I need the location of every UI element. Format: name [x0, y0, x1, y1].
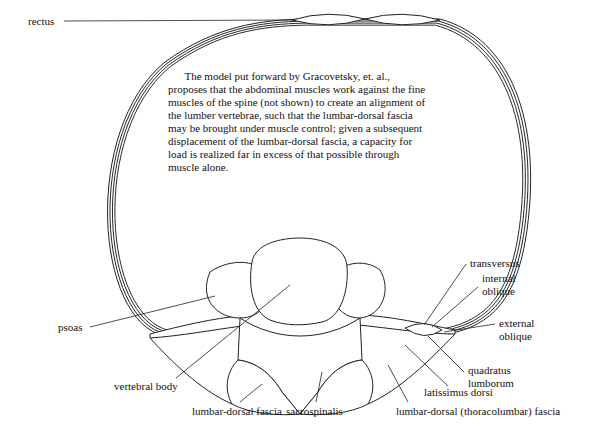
leader-line — [64, 20, 292, 21]
leader-line — [90, 296, 215, 327]
wall-layer — [112, 23, 525, 332]
abdominal-wall — [108, 19, 531, 336]
rectus-muscle — [292, 14, 440, 25]
part-label: internal oblique — [482, 272, 537, 298]
leader-line — [176, 285, 290, 378]
spine — [150, 238, 455, 415]
part-label: lumbar-dorsal (thoracolumbar) fascia — [396, 405, 560, 418]
leader-lines — [64, 20, 495, 402]
transverse-process — [150, 316, 242, 338]
part-label: latissimus dorsi — [424, 386, 493, 399]
quadratus-lumborum — [405, 323, 442, 335]
leader-line — [428, 336, 464, 372]
part-label: psoas — [58, 321, 82, 334]
leader-line — [240, 384, 262, 402]
leader-line — [388, 365, 408, 402]
lumbar-dorsal-fascia — [150, 338, 232, 404]
leader-line — [405, 345, 448, 386]
wall-layer — [110, 21, 528, 334]
part-label: vertebral body — [114, 380, 178, 393]
part-label: transversus — [470, 257, 520, 270]
leader-line — [444, 324, 495, 332]
part-label: lumbar-dorsal fascia — [192, 405, 282, 418]
wall-layer — [115, 25, 523, 331]
note-paragraph: The model put forward by Gracovetsky, et… — [168, 70, 426, 174]
vertebral-body — [251, 238, 348, 325]
leader-line — [316, 372, 322, 402]
wall-layer — [108, 19, 531, 336]
leader-line — [432, 287, 478, 327]
part-label: rectus — [28, 15, 54, 28]
rectus-sheath — [292, 14, 365, 25]
part-label: sacrospinalis — [286, 405, 343, 418]
part-label: external oblique — [499, 317, 554, 343]
rectus-sheath — [365, 14, 440, 25]
